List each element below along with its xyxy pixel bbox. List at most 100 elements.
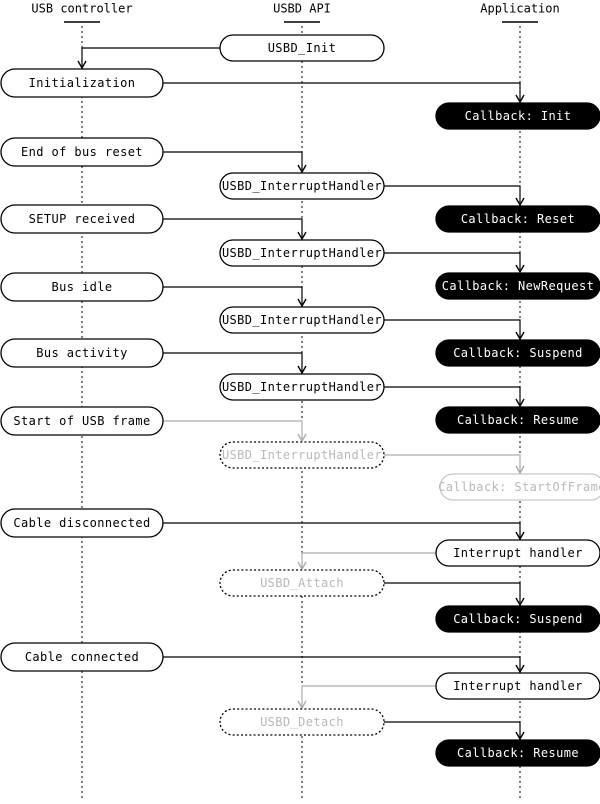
node-shape-cable_disc [0,508,164,538]
edge-line [163,151,303,170]
node-shape-bus_activity [0,338,164,368]
node-label-cb_resume_1: Callback: Resume [457,413,579,427]
node-usbd_detach[interactable]: USBD_Detach [219,708,385,736]
node-shape-ih_2 [219,239,385,267]
node-shape-cb_init [435,102,600,130]
column-title-usbd_api: USBD API [273,2,331,16]
node-cable_conn[interactable]: Cable connected [0,642,164,672]
node-cb_suspend_2[interactable]: Callback: Suspend [435,605,600,633]
edge-line [81,47,220,66]
column-headers-layer: USB controller USBD API Application [31,2,560,23]
node-ih_5[interactable]: USBD_InterruptHandler [219,441,385,469]
node-usbd_init[interactable]: USBD_Init [219,34,385,62]
node-label-ih_4: USBD_InterruptHandler [222,380,382,394]
node-int_handler_2[interactable]: Interrupt handler [435,672,600,700]
node-label-bus_activity: Bus activity [36,346,128,360]
column-title-application: Application [480,2,559,16]
node-label-cb_suspend_2: Callback: Suspend [453,612,583,626]
edge-arrowhead [515,197,525,207]
node-shape-ih_1 [219,172,385,200]
edge-arrowhead [297,561,307,571]
node-cb_reset[interactable]: Callback: Reset [435,205,600,233]
node-ih_1[interactable]: USBD_InterruptHandler [219,172,385,200]
edge-line [384,721,521,737]
node-label-cable_conn: Cable connected [25,650,139,664]
edge-arrowhead [297,164,307,174]
node-ih_2[interactable]: USBD_InterruptHandler [219,239,385,267]
edge-ih_5-to-cb_startofframe [384,454,525,475]
edge-int_handler_1-to-usbd_attach [297,552,436,571]
node-label-cb_suspend_1: Callback: Suspend [453,346,583,360]
node-shape-cb_suspend_2 [435,605,600,633]
edges-layer [77,47,525,741]
node-setup_received[interactable]: SETUP received [0,204,164,234]
edge-arrowhead [297,298,307,308]
node-cb_newrequest[interactable]: Callback: NewRequest [435,272,600,300]
node-label-cb_startofframe: Callback: StartOfFrame [438,480,600,494]
edge-line [301,685,436,706]
node-shape-usbd_attach [219,569,385,597]
node-cb_suspend_1[interactable]: Callback: Suspend [435,339,600,367]
node-label-ih_1: USBD_InterruptHandler [222,179,382,193]
edge-start_usb_frame-to-ih_5 [163,420,307,443]
node-shape-cb_newrequest [435,272,600,300]
node-shape-usbd_init [219,34,385,62]
node-usbd_attach[interactable]: USBD_Attach [219,569,385,597]
edge-cable_disc-to-int_handler_1 [163,522,525,541]
node-bus_activity[interactable]: Bus activity [0,338,164,368]
node-label-cb_newrequest: Callback: NewRequest [442,279,595,293]
column-title-usb_controller: USB controller [31,2,132,16]
edge-line [384,252,521,270]
node-shape-start_usb_frame [0,406,164,436]
node-cb_resume_1[interactable]: Callback: Resume [435,406,600,434]
node-bus_idle[interactable]: Bus idle [0,272,164,302]
node-cb_resume_2[interactable]: Callback: Resume [435,739,600,767]
edge-bus_activity-to-ih_4 [163,352,307,375]
edge-line [163,522,521,537]
edge-ih_4-to-cb_resume_1 [384,386,525,408]
edge-ih_2-to-cb_newrequest [384,252,525,274]
edge-line [163,656,521,670]
node-shape-cb_resume_1 [435,406,600,434]
edge-initialization-to-cb_init [163,82,525,104]
node-shape-int_handler_1 [435,539,600,567]
node-initialization[interactable]: Initialization [0,68,164,98]
edge-arrowhead [515,264,525,274]
node-label-ih_5: USBD_InterruptHandler [222,448,382,462]
edge-end_bus_reset-to-ih_1 [163,151,307,174]
edge-int_handler_2-to-usbd_detach [297,685,436,710]
edge-arrowhead [515,94,525,104]
node-shape-ih_4 [219,373,385,401]
node-int_handler_1[interactable]: Interrupt handler [435,539,600,567]
edge-arrowhead [515,731,525,741]
node-label-ih_2: USBD_InterruptHandler [222,246,382,260]
edge-line [301,552,436,567]
node-ih_3[interactable]: USBD_InterruptHandler [219,306,385,334]
node-shape-int_handler_2 [435,672,600,700]
node-start_usb_frame[interactable]: Start of USB frame [0,406,164,436]
node-label-initialization: Initialization [29,76,136,90]
node-end_bus_reset[interactable]: End of bus reset [0,137,164,167]
edge-usbd_init-to-initialization [77,47,220,70]
edge-arrowhead [515,664,525,674]
edge-arrowhead [515,531,525,541]
node-cb_startofframe[interactable]: Callback: StartOfFrame [438,473,600,501]
edge-arrowhead [297,231,307,241]
edge-arrowhead [515,331,525,341]
node-cb_init[interactable]: Callback: Init [435,102,600,130]
node-label-end_bus_reset: End of bus reset [21,145,143,159]
edge-arrowhead [515,465,525,475]
node-shape-cb_suspend_1 [435,339,600,367]
node-shape-setup_received [0,204,164,234]
edge-ih_3-to-cb_suspend_1 [384,319,525,341]
edge-line [163,420,303,439]
edge-line [163,286,303,304]
node-label-int_handler_2: Interrupt handler [453,679,583,693]
edge-arrowhead [297,365,307,375]
node-label-ih_3: USBD_InterruptHandler [222,313,382,327]
node-cable_disc[interactable]: Cable disconnected [0,508,164,538]
node-shape-cb_reset [435,205,600,233]
node-shape-ih_5 [219,441,385,469]
node-ih_4[interactable]: USBD_InterruptHandler [219,373,385,401]
